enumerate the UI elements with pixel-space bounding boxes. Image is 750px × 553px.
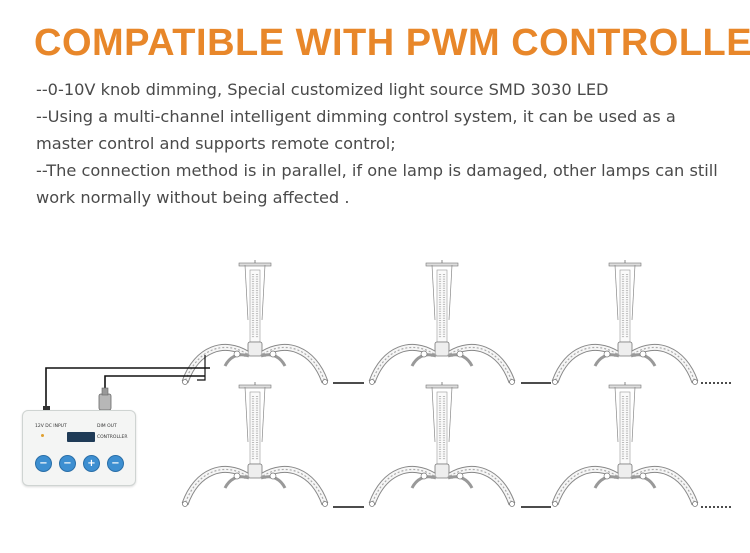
- grow-light-fixture-icon: [183, 382, 328, 507]
- description-line-1: --0-10V knob dimming, Special customized…: [36, 80, 609, 99]
- description-line-2: --Using a multi-channel intelligent dimm…: [36, 107, 676, 153]
- description-line-3: --The connection method is in parallel, …: [36, 161, 718, 207]
- controller-button-2[interactable]: −: [59, 455, 76, 472]
- controller-button-4[interactable]: −: [107, 455, 124, 472]
- grow-light-fixture-icon: [553, 382, 698, 507]
- description: --0-10V knob dimming, Special customized…: [36, 76, 726, 211]
- page-title: COMPATIBLE WITH PWM CONTROLLER: [34, 22, 750, 64]
- power-led-icon: [41, 434, 44, 437]
- pwm-controller-icon: 12V DC INPUT DIM OUT CONTROLLER − − + −: [22, 410, 136, 486]
- grow-light-fixture-icon: [553, 260, 698, 385]
- grow-light-fixture-icon: [370, 260, 515, 385]
- controller-model-label: CONTROLLER: [97, 435, 128, 440]
- controller-button-plus[interactable]: +: [83, 455, 100, 472]
- controller-input-label: 12V DC INPUT: [35, 424, 67, 429]
- controller-output-label: DIM OUT: [97, 424, 117, 429]
- grow-light-fixture-icon: [183, 260, 328, 385]
- controller-display: [67, 432, 95, 442]
- grow-light-fixture-icon: [370, 382, 515, 507]
- controller-button-1[interactable]: −: [35, 455, 52, 472]
